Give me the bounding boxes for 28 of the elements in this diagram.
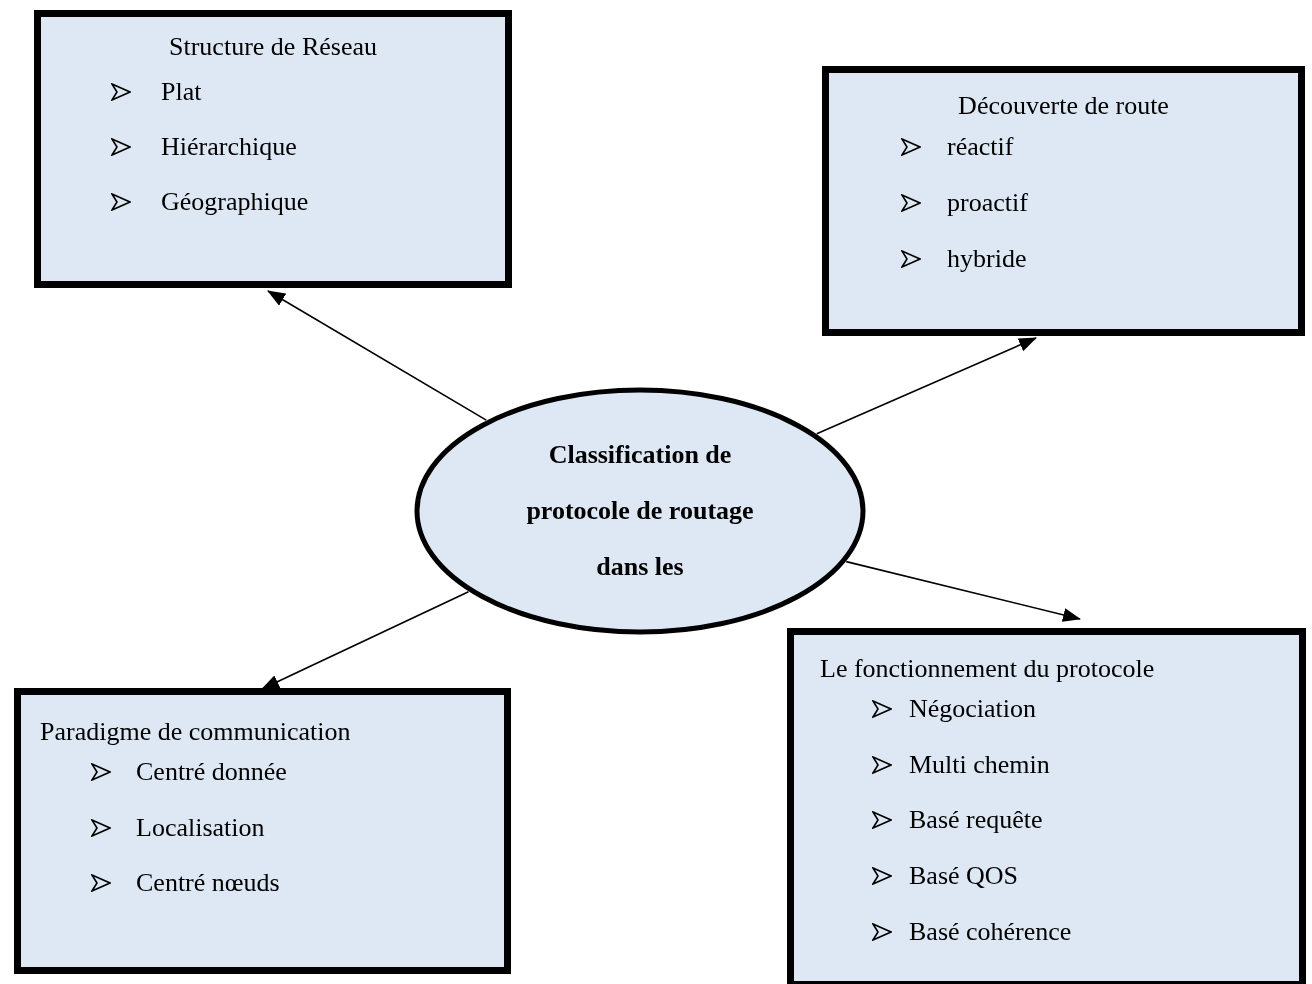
category-box xyxy=(34,10,512,288)
box-heading: Paradigme de communication xyxy=(40,717,351,747)
arrow xyxy=(816,337,1037,435)
list-item: Géographique xyxy=(161,187,309,217)
list-item: Centré nœuds xyxy=(136,868,280,898)
title-text: Classification de protocole de routage dans les xyxy=(525,439,755,583)
category-box xyxy=(14,688,511,974)
list-item: réactif xyxy=(947,132,1014,162)
central-ellipse xyxy=(414,387,866,635)
list-item: Basé QOS xyxy=(909,861,1019,892)
box-heading: Découverte de route xyxy=(957,91,1170,121)
arrow xyxy=(267,290,488,421)
list-item: Basé requête xyxy=(909,805,1043,836)
list-item: Négociation xyxy=(909,694,1037,724)
list-item: Localisation xyxy=(136,812,265,843)
category-box xyxy=(822,66,1305,336)
list-item: Hiérarchique xyxy=(161,132,297,162)
list-item: Basé cohérence xyxy=(909,916,1072,947)
list-item: Centré donnée xyxy=(136,757,287,787)
arrow xyxy=(845,560,1081,622)
list-item: hybride xyxy=(947,244,1027,274)
list-item: proactif xyxy=(947,188,1028,218)
list-item: Plat xyxy=(161,77,202,107)
box-heading: Le fonctionnement du protocole xyxy=(820,654,1155,684)
category-box xyxy=(787,628,1306,984)
box-heading: Structure de Réseau xyxy=(168,32,378,62)
arrow xyxy=(261,590,470,690)
list-item: Multi chemin xyxy=(909,749,1050,780)
